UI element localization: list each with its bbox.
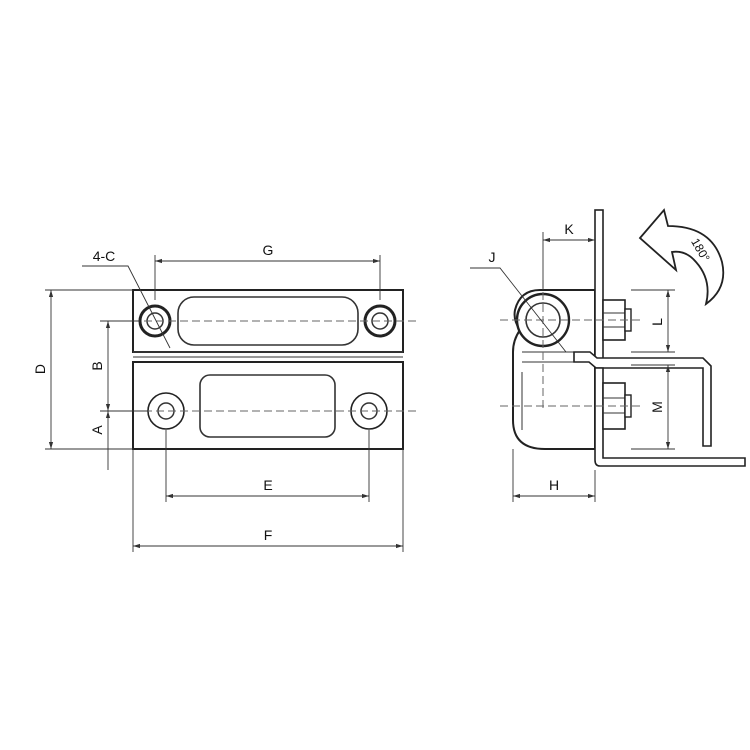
dimension-label-g: G xyxy=(263,242,274,258)
dimension-label-a: A xyxy=(89,425,105,435)
curved-arrow-icon: 180° xyxy=(638,208,725,307)
dimension-label-m: M xyxy=(649,401,665,413)
lower-slot xyxy=(199,374,336,438)
mounting-hole-bottom-right xyxy=(350,392,388,430)
upper-slot xyxy=(177,296,359,346)
front-view: G 4-C E F D B A xyxy=(32,242,418,552)
vertical-leaf xyxy=(594,209,604,361)
dimension-label-d: D xyxy=(32,364,48,374)
dimension-label-e: E xyxy=(263,477,272,493)
lower-plate xyxy=(594,367,746,467)
side-view: K J H L M xyxy=(470,209,746,502)
dimension-label-k: K xyxy=(564,221,574,237)
dimension-label-c: 4-C xyxy=(93,248,116,264)
dimension-label-h: H xyxy=(549,477,559,493)
dimension-label-j: J xyxy=(489,249,496,265)
bent-leaf xyxy=(573,351,712,447)
dimension-label-b: B xyxy=(89,361,105,370)
dimension-label-l: L xyxy=(649,318,665,326)
mounting-hole-bottom-left xyxy=(147,392,185,430)
dimension-label-f: F xyxy=(264,527,273,543)
